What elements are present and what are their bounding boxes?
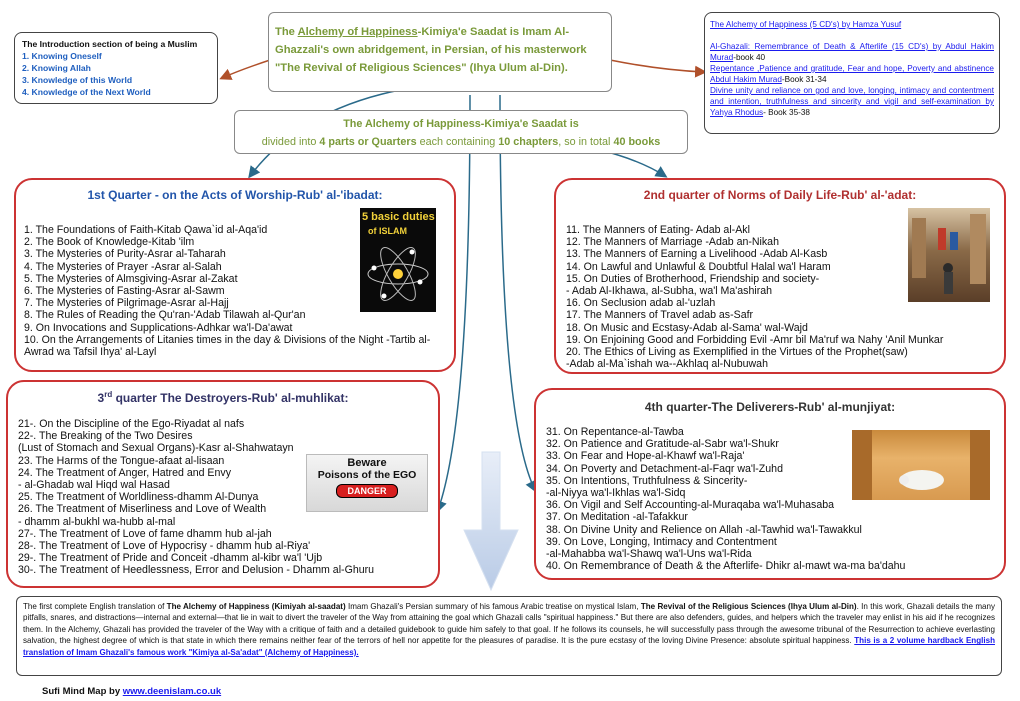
desc-text: The first complete English translation o… xyxy=(23,602,167,611)
chapter-item: 11. The Manners of Eating- Adab al-Akl xyxy=(566,224,996,236)
chapter-item: 26. The Treatment of Miserliness and Lov… xyxy=(18,503,438,515)
chapter-item: -al-Mahabba wa'l-Shawq wa'l-Uns wa'l-Rid… xyxy=(546,548,996,560)
chapter-item: 24. The Treatment of Anger, Hatred and E… xyxy=(18,467,438,479)
center-top-prefix: The xyxy=(275,26,298,38)
center-mid-line1: The Alchemy of Happiness-Kimiya'e Saadat… xyxy=(237,115,685,133)
chapter-item: 30-. The Treatment of Heedlessness, Erro… xyxy=(18,564,438,576)
quarter-3-title: 3rd quarter The Destroyers-Rub' al-muhli… xyxy=(8,390,438,405)
arrow-to-intro xyxy=(222,60,270,78)
chapter-item: 38. On Divine Unity and Relience on Alla… xyxy=(546,524,996,536)
desc-bold: The Alchemy of Happiness (Kimiyah al-saa… xyxy=(167,602,346,611)
intro-item: 3. Knowledge of this World xyxy=(22,74,210,86)
chapter-item: 29-. The Treatment of Pride and Conceit … xyxy=(18,552,438,564)
chapter-item: 36. On Vigil and Self Accounting-al-Mura… xyxy=(546,499,996,511)
chapter-item: 16. On Seclusion adab al-'uzlah xyxy=(566,297,996,309)
quarter-2-box: 2nd quarter of Norms of Daily Life-Rub' … xyxy=(554,178,1006,374)
chapter-item: 34. On Poverty and Detachment-al-Faqr wa… xyxy=(546,463,996,475)
chapter-item: 1. The Foundations of Faith-Kitab Qawa`i… xyxy=(24,224,448,236)
chapter-item: 2. The Book of Knowledge-Kitab 'ilm xyxy=(24,236,448,248)
quarter-2-list: 11. The Manners of Eating- Adab al-Akl 1… xyxy=(566,224,996,370)
quarter-1-list: 1. The Foundations of Faith-Kitab Qawa`i… xyxy=(24,224,448,358)
desc-text: Imam Ghazali's Persian summary of his fa… xyxy=(346,602,641,611)
resource-suffix: -book 40 xyxy=(733,53,765,62)
chapter-item: 8. The Rules of Reading the Qu'ran-'Adab… xyxy=(24,309,448,321)
description-box: The first complete English translation o… xyxy=(16,596,1002,676)
resource-link[interactable]: Repentance ,Patience and gratitude, Fear… xyxy=(710,64,994,84)
desc-bold: The Revival of the Religious Sciences (I… xyxy=(641,602,857,611)
quarter-4-title: 4th quarter-The Deliverers-Rub' al-munji… xyxy=(536,400,1004,414)
resource-suffix: - Book 35-38 xyxy=(763,108,810,117)
center-mid-bold: 4 parts or Quarters xyxy=(319,136,416,148)
chapter-item: (Lust of Stomach and Sexual Organs)-Kasr… xyxy=(18,442,438,454)
intro-title: The Introduction section of being a Musl… xyxy=(22,38,210,50)
chapter-item: 19. On Enjoining Good and Forbidding Evi… xyxy=(566,334,996,346)
quarter-1-title: 1st Quarter - on the Acts of Worship-Rub… xyxy=(16,188,454,202)
resource-suffix: -Book 31-34 xyxy=(782,75,827,84)
chapter-item: -Adab al-Ma`ishah wa--Akhlaq al-Nubuwah xyxy=(566,358,996,370)
chapter-item: 23. The Harms of the Tongue-afaat al-lis… xyxy=(18,455,438,467)
footer-label: Sufi Mind Map by xyxy=(42,686,123,697)
chapter-item: 33. On Fear and Hope-al-Khawf wa'l-Raja' xyxy=(546,450,996,462)
chapter-item: 7. The Mysteries of Pilgrimage-Asrar al-… xyxy=(24,297,448,309)
chapter-item: 20. The Ethics of Living as Exemplified … xyxy=(566,346,996,358)
chapter-item: 35. On Intentions, Truthfulness & Sincer… xyxy=(546,475,996,487)
chapter-item: 25. The Treatment of Worldliness-dhamm A… xyxy=(18,491,438,503)
quarter-1-box: 1st Quarter - on the Acts of Worship-Rub… xyxy=(14,178,456,372)
intro-item: 4. Knowledge of the Next World xyxy=(22,86,210,98)
center-mid-bold: 10 chapters xyxy=(498,136,558,148)
center-mid-text: , so in total xyxy=(558,136,613,148)
quarter-4-list: 31. On Repentance-al-Tawba 32. On Patien… xyxy=(546,426,996,572)
center-mid-text: each containing xyxy=(417,136,499,148)
chapter-item: - dhamm al-bukhl wa-hubb al-mal xyxy=(18,516,438,528)
chapter-item: 21-. On the Discipline of the Ego-Riyada… xyxy=(18,418,438,430)
chapter-item: 15. On Duties of Brotherhood, Friendship… xyxy=(566,273,996,285)
chapter-item: 39. On Love, Longing, Intimacy and Conte… xyxy=(546,536,996,548)
intro-item: 1. Knowing Oneself xyxy=(22,50,210,62)
center-top-box: The Alchemy of Happiness-Kimiya'e Saadat… xyxy=(268,12,612,92)
chapter-item: 31. On Repentance-al-Tawba xyxy=(546,426,996,438)
footer: Sufi Mind Map by www.deenislam.co.uk xyxy=(42,686,442,700)
chapter-item: 9. On Invocations and Supplications-Adhk… xyxy=(24,322,448,334)
chapter-item: - Adab Al-Ikhawa, al-Subha, wa'l Ma'ashi… xyxy=(566,285,996,297)
quarter-3-box: 3rd quarter The Destroyers-Rub' al-muhli… xyxy=(6,380,440,588)
chapter-item: 13. The Manners of Earning a Livelihood … xyxy=(566,248,996,260)
chapter-item: 28-. The Treatment of Love of Hypocrisy … xyxy=(18,540,438,552)
big-down-arrow xyxy=(464,452,518,590)
chapter-item: 10. On the Arrangements of Litanies time… xyxy=(24,334,448,358)
chapter-item: -al-Niyya wa'l-Ikhlas wa'l-Sidq xyxy=(546,487,996,499)
chapter-item: 4. The Mysteries of Prayer -Asrar al-Sal… xyxy=(24,261,448,273)
quarter-3-list: 21-. On the Discipline of the Ego-Riyada… xyxy=(18,418,438,577)
center-mid-box: The Alchemy of Happiness-Kimiya'e Saadat… xyxy=(234,110,688,154)
chapter-item: 3. The Mysteries of Purity-Asrar al-Taha… xyxy=(24,248,448,260)
chapter-item: 22-. The Breaking of the Two Desires xyxy=(18,430,438,442)
intro-box: The Introduction section of being a Musl… xyxy=(14,32,218,104)
chapter-item: 37. On Meditation -al-Tafakkur xyxy=(546,511,996,523)
quarter-2-title: 2nd quarter of Norms of Daily Life-Rub' … xyxy=(556,188,1004,202)
chapter-item: 14. On Lawful and Unlawful & Doubtful Ha… xyxy=(566,261,996,273)
image-caption: 5 basic duties xyxy=(362,212,435,223)
intro-item: 2. Knowing Allah xyxy=(22,62,210,74)
chapter-item: 17. The Manners of Travel adab as-Safr xyxy=(566,309,996,321)
resource-link[interactable]: Divine unity and reliance on god and lov… xyxy=(710,86,994,117)
chapter-item: 40. On Remembrance of Death & the Afterl… xyxy=(546,560,996,572)
chapter-item: 6. The Mysteries of Fasting-Asrar al-Saw… xyxy=(24,285,448,297)
chapter-item: - al-Ghadab wal Hiqd wal Hasad xyxy=(18,479,438,491)
center-mid-text: divided into xyxy=(262,136,320,148)
quarter-4-box: 4th quarter-The Deliverers-Rub' al-munji… xyxy=(534,388,1006,580)
chapter-item: 18. On Music and Ecstasy-Adab al-Sama' w… xyxy=(566,322,996,334)
resources-box: The Alchemy of Happiness (5 CD's) by Ham… xyxy=(704,12,1000,134)
quarter-3-title-rest: quarter The Destroyers-Rub' al-muhlikat: xyxy=(116,391,349,405)
chapter-item: 32. On Patience and Gratitude-al-Sabr wa… xyxy=(546,438,996,450)
alchemy-link[interactable]: Alchemy of Happiness xyxy=(298,26,418,38)
chapter-item: 12. The Manners of Marriage -Adab an-Nik… xyxy=(566,236,996,248)
footer-link[interactable]: www.deenislam.co.uk xyxy=(123,686,221,697)
arrow-to-q4 xyxy=(500,95,535,490)
center-mid-bold: 40 books xyxy=(613,136,660,148)
chapter-item: 5. The Mysteries of Almsgiving-Asrar al-… xyxy=(24,273,448,285)
chapter-item: 27-. The Treatment of Love of fame dhamm… xyxy=(18,528,438,540)
arrow-to-resources xyxy=(610,60,704,72)
resource-link[interactable]: The Alchemy of Happiness (5 CD's) by Ham… xyxy=(710,20,901,29)
